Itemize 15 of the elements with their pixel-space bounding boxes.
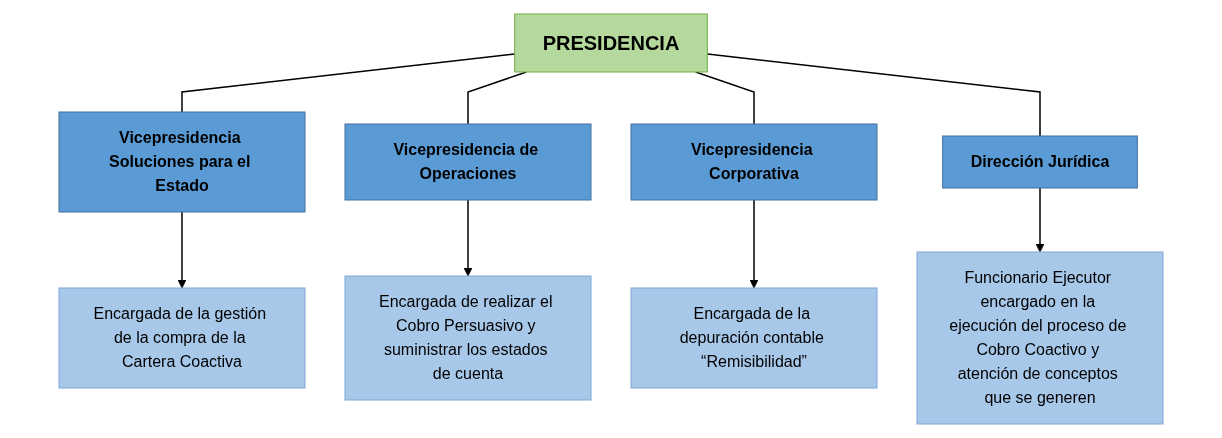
arrow xyxy=(177,211,187,289)
connector xyxy=(181,53,516,113)
arrow xyxy=(463,199,473,277)
node-box: Vicepresidencia Soluciones para el Estado xyxy=(58,111,306,213)
node-box: Funcionario Ejecutor encargado en la ejecución del proceso de Cobro Coactivo y atención de conceptos que se generen xyxy=(916,251,1164,425)
node-box: PRESIDENCIA xyxy=(514,13,708,73)
node-box: Vicepresidencia de Operaciones xyxy=(344,123,592,201)
node-box: Dirección Jurídica xyxy=(942,135,1138,189)
node-box: Encargada de la gestión de la compra de la Cartera Coactiva xyxy=(58,287,306,389)
arrow xyxy=(749,199,759,289)
connector xyxy=(706,53,1041,137)
arrow xyxy=(1035,187,1045,253)
node-box: Vicepresidencia Corporativa xyxy=(630,123,878,201)
node-box: Encargada de la depuración contable “Remisibilidad” xyxy=(630,287,878,389)
node-box: Encargada de realizar el Cobro Persuasivo y suministrar los estados de cuenta xyxy=(344,275,592,401)
